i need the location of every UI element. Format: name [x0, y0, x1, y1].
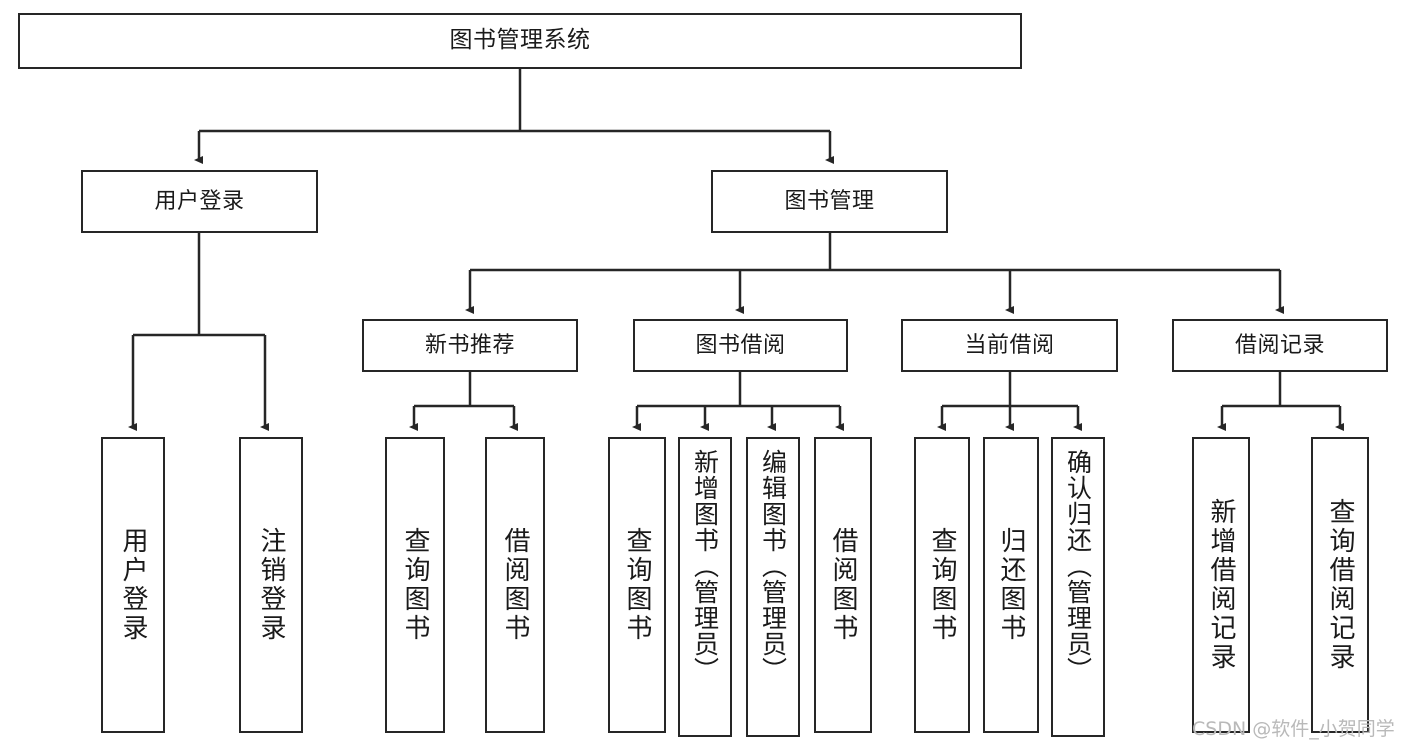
node-label: 图书借阅	[695, 332, 786, 358]
node-current-borrow[interactable]: 当前借阅	[901, 319, 1118, 372]
watermark: CSDN @软件_小贺同学	[1192, 718, 1395, 740]
leaf-user-login[interactable]: 用户登录	[101, 437, 165, 733]
leaf-borrow-book-new[interactable]: 借阅图书	[485, 437, 545, 733]
node-label: 新增图书（管理员）	[690, 449, 720, 683]
node-label: 借阅图书	[828, 527, 858, 643]
node-label: 新增借阅记录	[1206, 498, 1236, 672]
leaf-query-book-new[interactable]: 查询图书	[385, 437, 445, 733]
node-label: 查询图书	[622, 527, 652, 643]
node-book-borrow[interactable]: 图书借阅	[633, 319, 848, 372]
leaf-query-borrow-record[interactable]: 查询借阅记录	[1311, 437, 1369, 733]
node-new-book-recommend[interactable]: 新书推荐	[362, 319, 578, 372]
node-label: 查询借阅记录	[1325, 498, 1355, 672]
node-label: 用户登录	[118, 527, 148, 643]
leaf-return-book[interactable]: 归还图书	[983, 437, 1039, 733]
leaf-add-book-admin[interactable]: 新增图书（管理员）	[678, 437, 732, 737]
node-label: 借阅记录	[1234, 332, 1325, 358]
leaf-edit-book-admin[interactable]: 编辑图书（管理员）	[746, 437, 800, 737]
leaf-borrow-book[interactable]: 借阅图书	[814, 437, 872, 733]
node-label: 用户登录	[154, 188, 245, 214]
leaf-query-book-borrow[interactable]: 查询图书	[608, 437, 666, 733]
node-label: 编辑图书（管理员）	[758, 449, 788, 683]
node-label: 借阅图书	[500, 527, 530, 643]
node-label: 当前借阅	[964, 332, 1055, 358]
leaf-confirm-return-admin[interactable]: 确认归还（管理员）	[1051, 437, 1105, 737]
node-book-management[interactable]: 图书管理	[711, 170, 948, 233]
leaf-query-book-current[interactable]: 查询图书	[914, 437, 970, 733]
node-user-login[interactable]: 用户登录	[81, 170, 318, 233]
node-label: 查询图书	[400, 527, 430, 643]
node-label: 查询图书	[927, 527, 957, 643]
node-label: 新书推荐	[424, 332, 515, 358]
node-label: 图书管理系统	[449, 27, 591, 54]
leaf-logout-login[interactable]: 注销登录	[239, 437, 303, 733]
node-label: 图书管理	[784, 188, 875, 214]
node-label: 注销登录	[256, 527, 286, 643]
node-root-system[interactable]: 图书管理系统	[18, 13, 1022, 69]
node-borrow-record[interactable]: 借阅记录	[1172, 319, 1388, 372]
node-label: 确认归还（管理员）	[1063, 449, 1093, 683]
node-label: 归还图书	[996, 527, 1026, 643]
leaf-add-borrow-record[interactable]: 新增借阅记录	[1192, 437, 1250, 733]
